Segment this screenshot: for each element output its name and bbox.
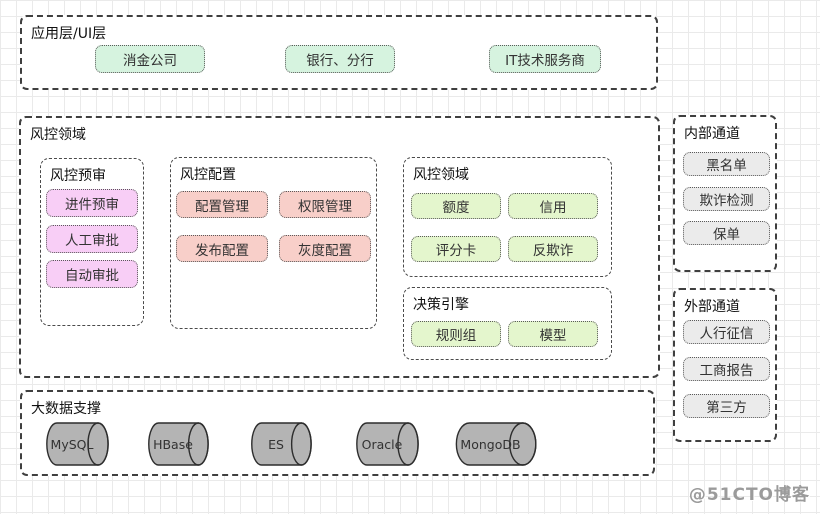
domain-node-credit: 信用 [508,193,598,219]
pre-review-group: 风控预审 进件预审 人工审批 自动审批 [40,158,144,326]
database-cylinder-icon [45,422,109,466]
pre-review-node-intake: 进件预审 [46,189,138,217]
internal-node-fraud-detection: 欺诈检测 [683,187,770,211]
watermark: @51CTO博客 [688,485,810,505]
pre-review-node-auto-approval: 自动审批 [46,260,138,288]
risk-subdomain-title: 风控领域 [413,167,469,183]
db-label: MySQL [50,436,94,452]
db-label: HBase [153,436,193,452]
domain-node-scorecard: 评分卡 [411,236,501,262]
app-layer-title: 应用层/UI层 [31,26,107,42]
bigdata-panel: 大数据支撑 MySQL HBase ES Oracle [20,390,655,476]
db-label: Oracle [361,436,403,452]
external-channel-panel: 外部通道 人行征信 工商报告 第三方 [673,288,777,442]
bigdata-title: 大数据支撑 [31,401,101,417]
internal-channel-panel: 内部通道 黑名单 欺诈检测 保单 [673,115,777,272]
db-node-es: ES [250,422,312,466]
app-node-bank-branch: 银行、分行 [285,45,395,73]
risk-domain-title: 风控领域 [30,127,86,143]
decision-engine-title: 决策引擎 [413,297,469,313]
decision-node-model: 模型 [508,321,598,347]
risk-domain-panel: 风控领域 风控预审 进件预审 人工审批 自动审批 风控配置 配置管理 权限管理 … [19,116,660,378]
config-node-config-mgmt: 配置管理 [176,191,268,218]
db-node-mongodb: MongoDB [454,422,537,466]
domain-node-antifraud: 反欺诈 [508,236,598,262]
db-node-hbase: HBase [147,422,209,466]
internal-node-policy: 保单 [683,221,770,245]
config-node-release-config: 发布配置 [176,235,268,262]
risk-config-group: 风控配置 配置管理 权限管理 发布配置 灰度配置 [170,157,377,329]
database-cylinder-icon [355,422,419,466]
internal-channel-title: 内部通道 [684,126,740,142]
db-label: ES [268,436,284,452]
external-channel-title: 外部通道 [684,299,740,315]
decision-node-rule-group: 规则组 [411,321,501,347]
external-node-pboc-credit: 人行征信 [683,320,770,344]
pre-review-title: 风控预审 [50,168,106,184]
internal-node-blacklist: 黑名单 [683,152,770,176]
external-node-third-party: 第三方 [683,394,770,418]
pre-review-node-manual-approval: 人工审批 [46,225,138,253]
database-cylinder-icon [454,422,537,466]
risk-config-title: 风控配置 [180,167,236,183]
app-node-it-service-provider: IT技术服务商 [489,45,601,73]
domain-node-quota: 额度 [411,193,501,219]
risk-subdomain-group: 风控领域 额度 信用 评分卡 反欺诈 [403,157,612,277]
decision-engine-group: 决策引擎 规则组 模型 [403,287,612,360]
db-node-mysql: MySQL [45,422,109,466]
config-node-gray-config: 灰度配置 [279,235,371,262]
app-node-consumer-finance: 消金公司 [95,45,205,73]
external-node-business-report: 工商报告 [683,357,770,381]
db-node-oracle: Oracle [355,422,419,466]
config-node-permission-mgmt: 权限管理 [279,191,371,218]
database-cylinder-icon [147,422,209,466]
app-layer-panel: 应用层/UI层 消金公司 银行、分行 IT技术服务商 [20,15,658,90]
database-cylinder-icon [250,422,312,466]
db-label: MongoDB [460,436,521,452]
